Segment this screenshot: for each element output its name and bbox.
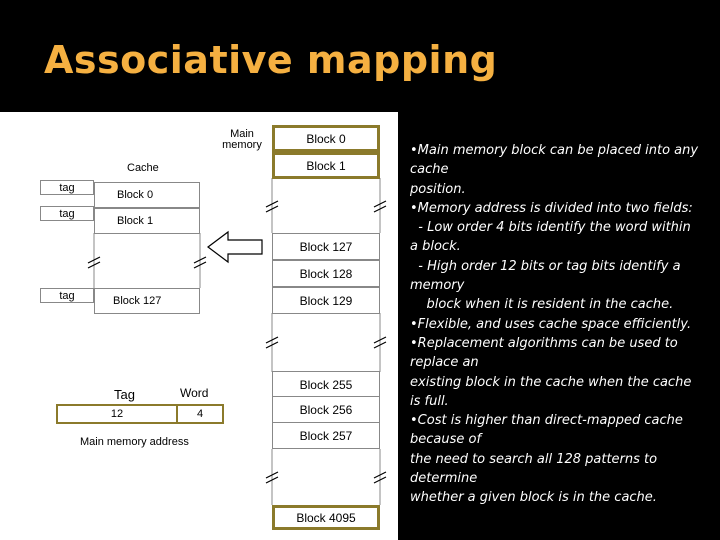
bullet-line: replace an — [410, 355, 479, 371]
bullet-line: •Replacement algorithms can be used to — [410, 335, 678, 351]
cache-block-0: Block 0 — [94, 182, 200, 208]
cache-tag-2: tag — [40, 288, 94, 303]
address-word-field: 4 — [176, 404, 224, 424]
break-mark — [265, 200, 279, 213]
address-word-label: Word — [180, 386, 209, 400]
main-block-0: Block 0 — [272, 125, 380, 152]
bullet-line: •Flexible, and uses cache space efficien… — [410, 316, 692, 332]
bullet-line: - Low order 4 bits identify the word wit… — [410, 220, 691, 236]
bullet-list: •Main memory block can be placed into an… — [410, 141, 710, 508]
address-tag-field: 12 — [56, 404, 178, 424]
bullet-line: •Memory address is divided into two fiel… — [410, 200, 693, 216]
break-mark — [265, 336, 279, 349]
break-mark — [373, 200, 387, 213]
bullet-line: a block. — [410, 239, 461, 255]
main-memory-label: Main memory — [222, 128, 262, 151]
bullet-line: block when it is resident in the cache. — [410, 297, 674, 313]
break-mark — [87, 256, 101, 269]
bullet-line: memory — [410, 278, 465, 294]
mapping-arrow — [207, 230, 263, 264]
break-mark — [373, 336, 387, 349]
address-tag-label: Tag — [114, 387, 135, 402]
text-panel — [398, 112, 720, 540]
cache-block-1: Block 1 — [94, 208, 200, 234]
address-caption: Main memory address — [80, 436, 189, 448]
main-block-128: Block 128 — [272, 260, 380, 287]
bullet-line: •Cost is higher than direct-mapped cache — [410, 413, 683, 429]
main-block-127: Block 127 — [272, 233, 380, 260]
main-block-257: Block 257 — [272, 422, 380, 449]
main-block-255: Block 255 — [272, 371, 380, 398]
bullet-line: because of — [410, 432, 482, 448]
bullet-line: position. — [410, 181, 466, 197]
bullet-line: existing block in the cache when the cac… — [410, 374, 692, 390]
main-block-4095: Block 4095 — [272, 505, 380, 530]
cache-label: Cache — [127, 162, 159, 174]
main-block-256: Block 256 — [272, 396, 380, 423]
bullet-line: the need to search all 128 patterns to — [410, 451, 658, 467]
slide-title: Associative mapping — [44, 38, 498, 82]
bullet-line: is full. — [410, 393, 449, 409]
main-block-129: Block 129 — [272, 287, 380, 314]
break-mark — [193, 256, 207, 269]
bullet-line: determine — [410, 471, 478, 487]
bullet-line: •Main memory block can be placed into an… — [410, 143, 699, 158]
title-bar — [0, 0, 720, 112]
break-mark — [265, 471, 279, 484]
cache-tag-0: tag — [40, 180, 94, 195]
bullet-line: cache — [410, 162, 449, 178]
cache-tag-1: tag — [40, 206, 94, 221]
bullet-line: whether a given block is in the cache. — [410, 490, 657, 506]
bullet-line: - High order 12 bits or tag bits identif… — [410, 258, 681, 274]
break-mark — [373, 471, 387, 484]
cache-block-127: Block 127 — [94, 288, 200, 314]
main-block-1: Block 1 — [272, 152, 380, 179]
